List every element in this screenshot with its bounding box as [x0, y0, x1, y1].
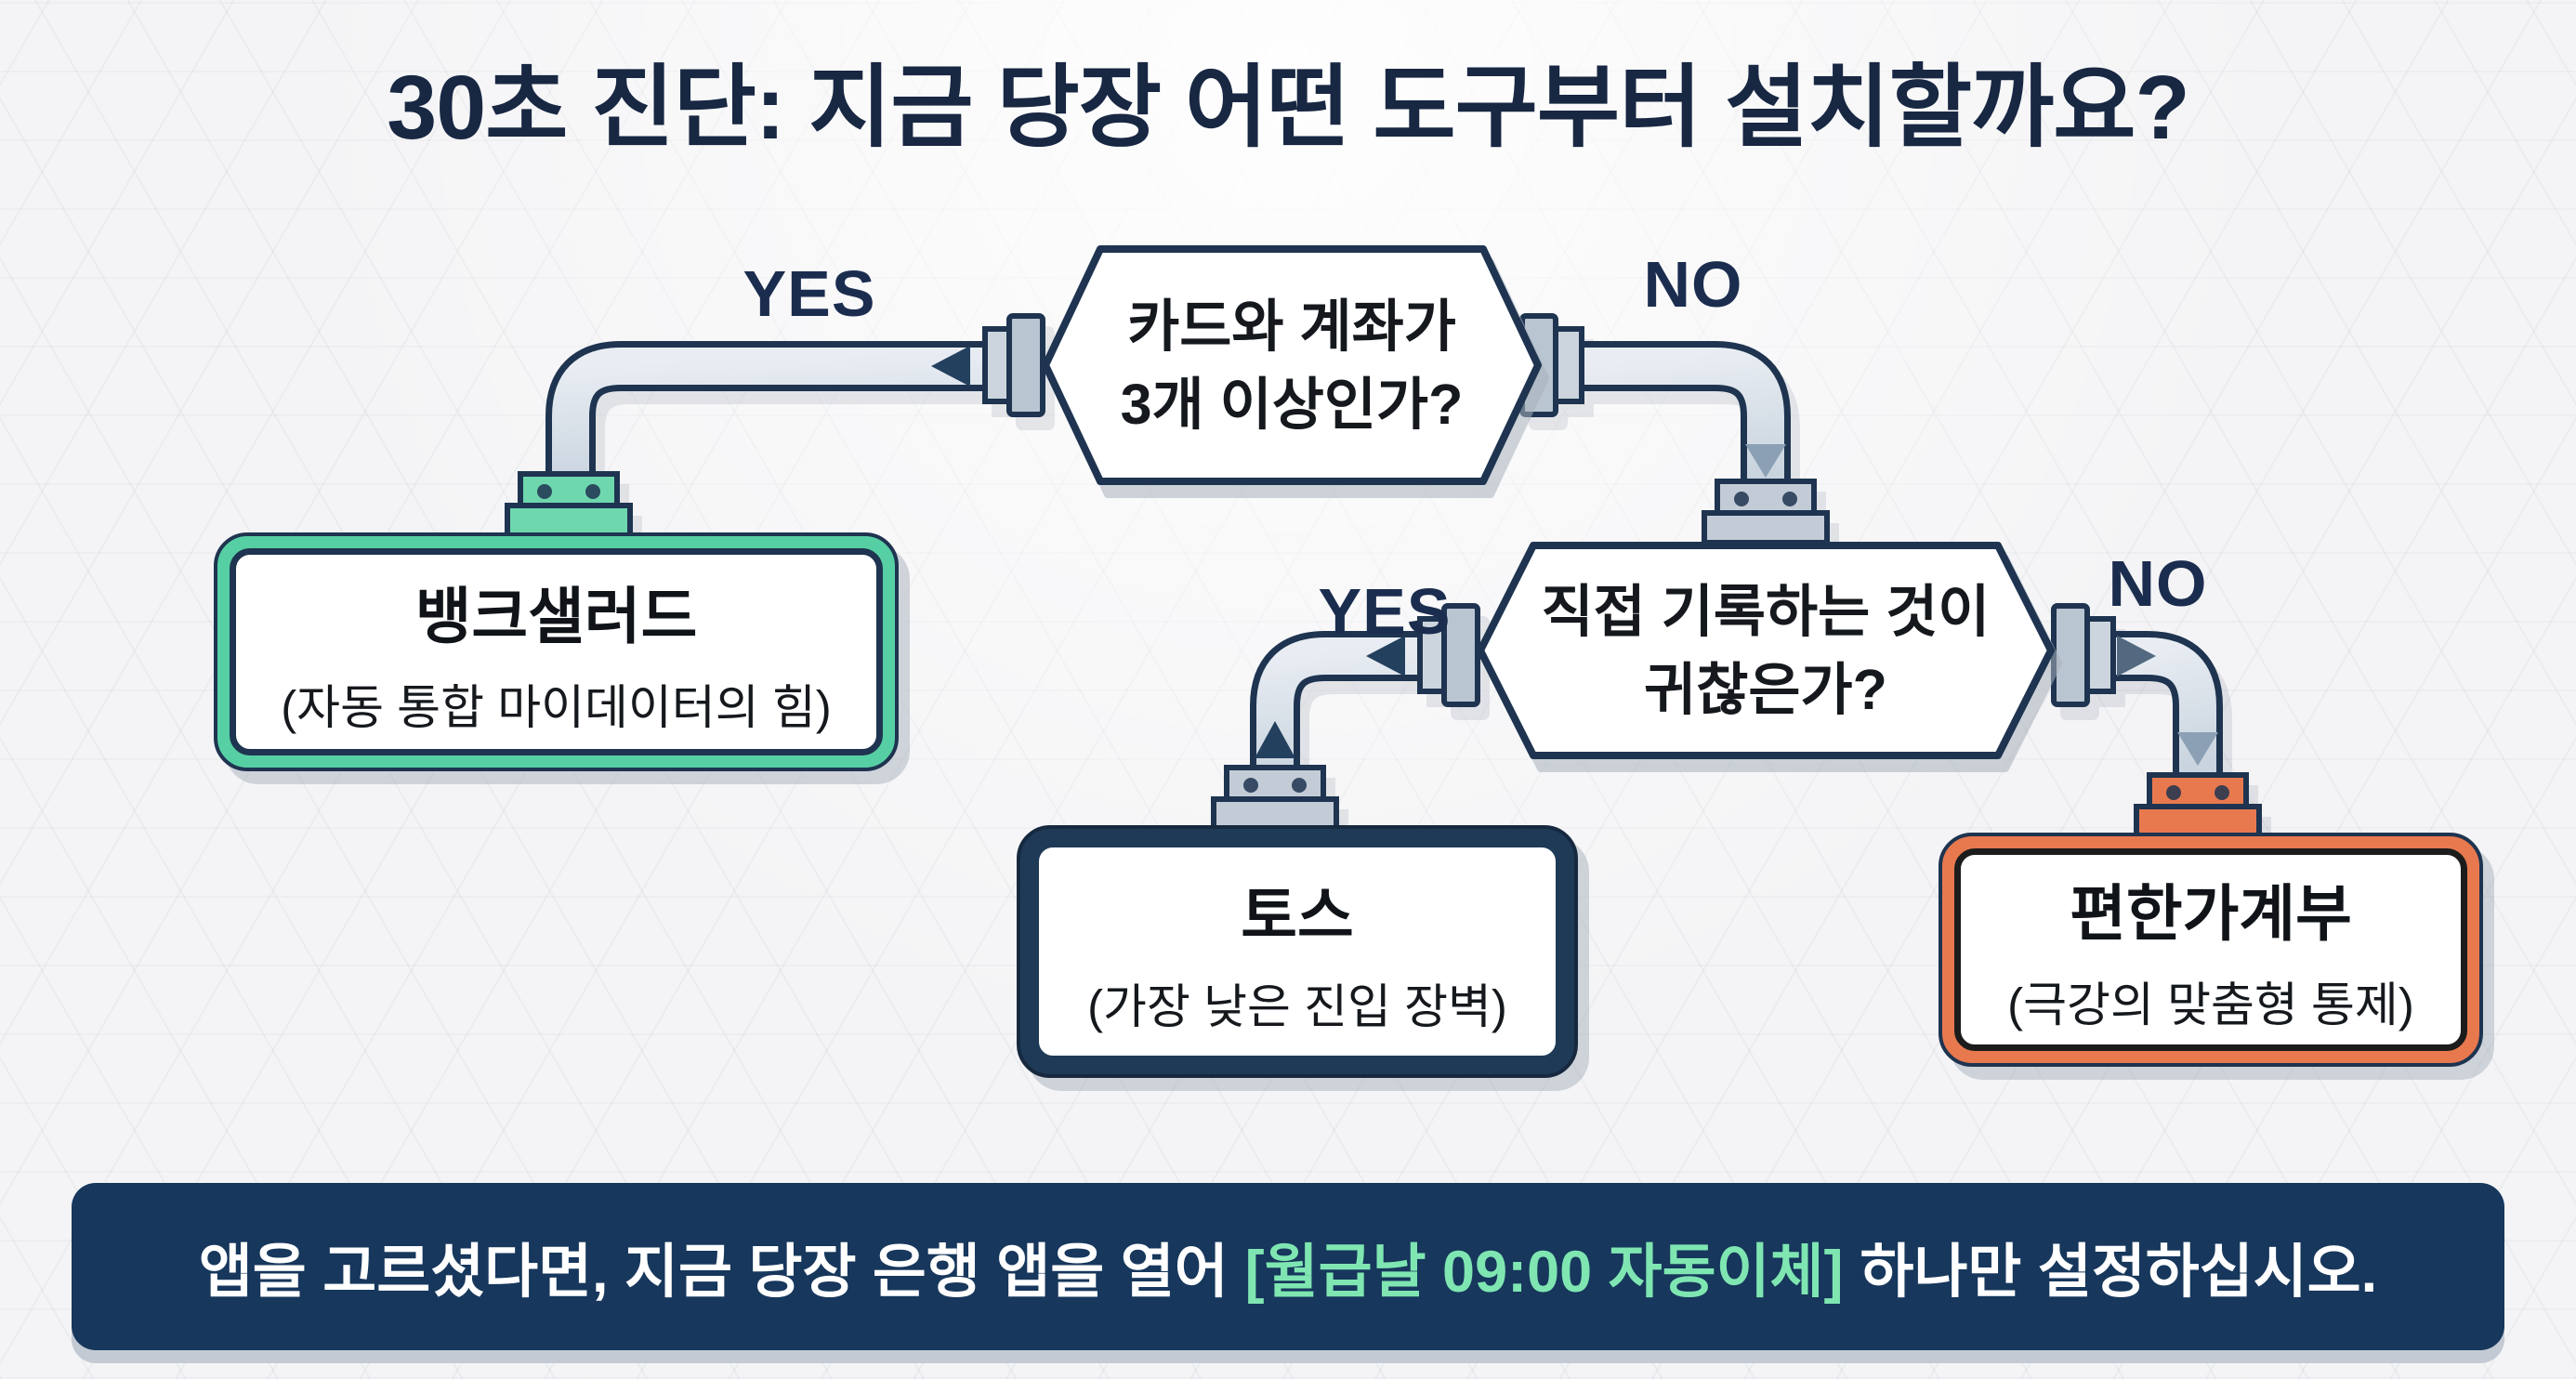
- flange-q2-top: [1702, 479, 1830, 545]
- branch-label-no-2: NO: [2108, 547, 2208, 620]
- decision-node-1: 카드와 계좌가 3개 이상인가?: [1041, 244, 1543, 486]
- question-2-text: 직접 기록하는 것이 귀찮은가?: [1542, 572, 1991, 729]
- pipe-no-2: [2111, 631, 2223, 781]
- flange-toss: [1211, 765, 1339, 832]
- arrow-right-icon: [2117, 636, 2156, 676]
- flange-banksalad: [505, 471, 633, 538]
- hexagon-shape: [1477, 542, 2055, 759]
- footer-text-suffix: 하나만 설정하십시오.: [1860, 1239, 2378, 1305]
- pipe-no-1: [1582, 341, 1791, 489]
- arrow-down-icon: [1745, 444, 1786, 478]
- question-line: 직접 기록하는 것이: [1541, 579, 1991, 643]
- arrow-left-icon: [1366, 636, 1405, 676]
- result-subtitle: (자동 통합 마이데이터의 힘): [281, 680, 832, 734]
- arrow-left-icon: [931, 346, 970, 387]
- coupling-q1-left: [982, 313, 1045, 417]
- result-box-banksalad: 뱅크샐러드 (자동 통합 마이데이터의 힘): [214, 532, 899, 771]
- question-line: 3개 이상인가?: [1120, 373, 1464, 436]
- result-box-inner: 뱅크샐러드 (자동 통합 마이데이터의 힘): [230, 548, 883, 755]
- arrow-down-icon: [2177, 732, 2218, 766]
- result-box-pyeonhan: 편한가계부 (극강의 맞춤형 통제): [1939, 833, 2483, 1067]
- result-subtitle: (가장 낮은 진입 장벽): [1087, 980, 1507, 1033]
- result-subtitle: (극강의 맞춤형 통제): [2007, 978, 2414, 1031]
- result-name: 토스: [1241, 881, 1354, 950]
- footer-banner: 앱을 고르셨다면, 지금 당장 은행 앱을 열어 [월급날 09:00 자동이체…: [72, 1183, 2504, 1350]
- branch-label-yes-2: YES: [1318, 575, 1452, 648]
- footer-text-prefix: 앱을 고르셨다면, 지금 당장 은행 앱을 열어: [198, 1239, 1229, 1305]
- pipe-yes-1: [545, 341, 989, 483]
- result-name: 편한가계부: [2070, 879, 2352, 948]
- result-box-inner: 토스 (가장 낮은 진입 장벽): [1032, 841, 1562, 1062]
- pipe-yes-2: [1250, 631, 1424, 773]
- result-box-inner: 편한가계부 (극강의 맞춤형 통제): [1954, 848, 2467, 1051]
- coupling-q2-left: [1417, 603, 1480, 707]
- coupling-q2-right: [2051, 603, 2116, 707]
- result-name: 뱅크샐러드: [414, 581, 698, 650]
- arrow-up-icon: [1255, 721, 1295, 758]
- decision-node-2: 직접 기록하는 것이 귀찮은가?: [1476, 541, 2056, 760]
- question-1-text: 카드와 계좌가 3개 이상인가?: [1121, 287, 1464, 443]
- question-line: 카드와 계좌가: [1127, 294, 1456, 358]
- branch-label-yes-1: YES: [743, 257, 876, 330]
- question-line: 귀찮은가?: [1644, 658, 1887, 721]
- page-title: 30초 진단: 지금 당장 어떤 도구부터 설치할까요?: [387, 57, 2189, 158]
- flange-pyeonhan: [2134, 772, 2262, 839]
- hexagon-shape: [1042, 245, 1542, 485]
- branch-label-no-1: NO: [1643, 248, 1743, 321]
- coupling-q1-right: [1519, 313, 1584, 417]
- footer-highlight: [월급날 09:00 자동이체]: [1244, 1239, 1844, 1305]
- result-box-toss: 토스 (가장 낮은 진입 장벽): [1017, 825, 1578, 1078]
